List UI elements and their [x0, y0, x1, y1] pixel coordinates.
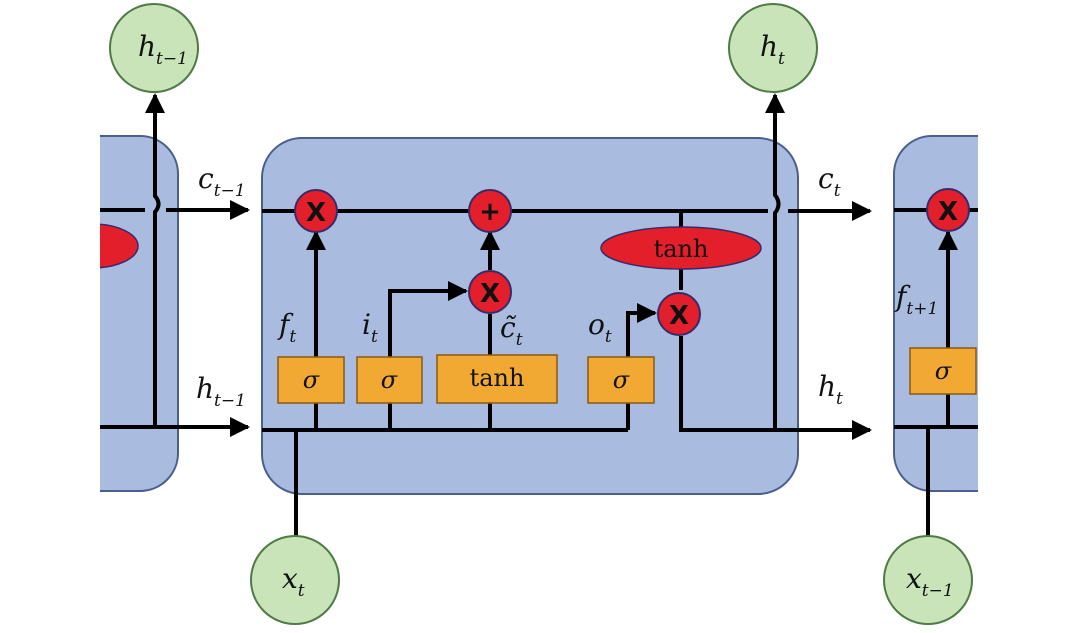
input-gate: σ [356, 356, 423, 404]
lstm-cell-box [261, 137, 799, 495]
next-forget-gate: σ [909, 347, 977, 395]
svg-text:xt−1: xt−1 [906, 562, 954, 601]
node-x-t: xt [250, 535, 340, 625]
svg-text:tanh: tanh [470, 364, 525, 392]
svg-text:+: + [479, 197, 501, 227]
svg-text:X: X [938, 197, 958, 227]
svg-text:X: X [669, 301, 689, 331]
output-h-up-line [765, 93, 785, 430]
candidate-gate: tanh [436, 354, 558, 404]
output-gate: σ [587, 356, 655, 404]
label-c-tilde: c̃t [500, 311, 523, 350]
label-i-t: it [362, 308, 378, 347]
svg-text:σ: σ [613, 366, 630, 394]
svg-text:σ: σ [935, 357, 952, 385]
node-x-prev: xt−1 [883, 535, 973, 625]
label-h-t-out: ht [818, 370, 843, 409]
next-multiply-op: X [926, 188, 970, 232]
svg-text:ht−1: ht−1 [138, 30, 188, 69]
label-o-t: ot [588, 308, 612, 347]
node-h-t-top: ht [728, 3, 818, 93]
svg-text:tanh: tanh [654, 235, 709, 263]
forget-multiply-op: X [294, 189, 338, 233]
input-multiply-op: X [468, 270, 512, 314]
prev-tanh-oval [100, 223, 139, 269]
label-c-prev: ct−1 [198, 162, 246, 201]
label-h-prev-in: ht−1 [196, 372, 246, 411]
tanh-oval: tanh [600, 226, 762, 270]
output-hidden-line [679, 336, 872, 440]
node-h-prev-top: ht−1 [109, 3, 199, 93]
svg-text:X: X [306, 198, 326, 228]
label-c-t: ct [818, 162, 841, 201]
svg-text:ht: ht [760, 30, 785, 69]
svg-text:σ: σ [303, 366, 320, 394]
svg-text:σ: σ [381, 366, 398, 394]
output-multiply-op: X [657, 292, 701, 336]
svg-text:xt: xt [282, 562, 305, 601]
prev-cell-box [100, 135, 179, 492]
add-op: + [468, 189, 512, 233]
prev-h-up-line [145, 93, 165, 427]
svg-text:X: X [480, 279, 500, 309]
forget-gate: σ [277, 356, 345, 404]
